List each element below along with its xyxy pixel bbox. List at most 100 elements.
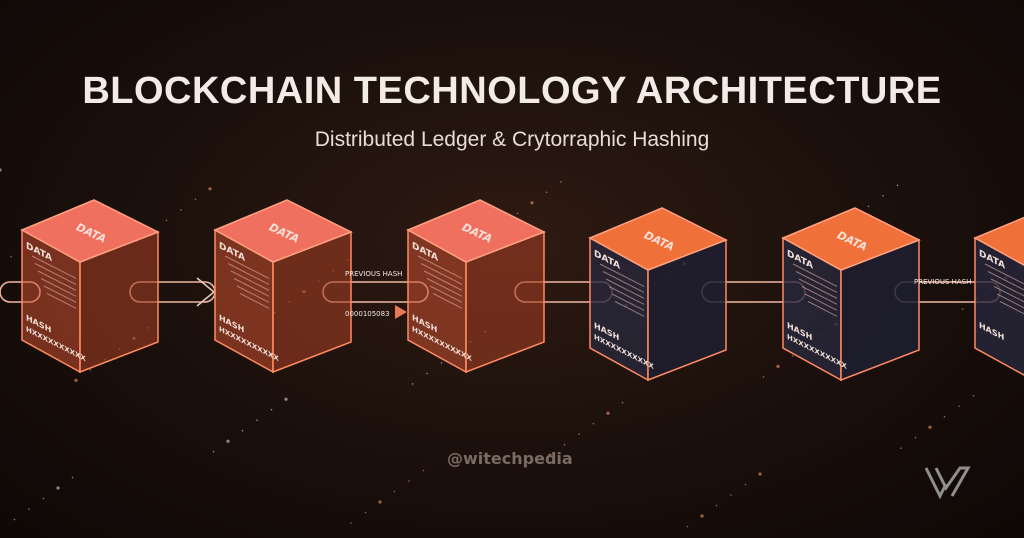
data-line [423, 270, 463, 291]
particle [208, 187, 212, 191]
particle [180, 209, 182, 211]
particle [0, 168, 2, 172]
arrow-icon [395, 305, 407, 319]
data-line [40, 278, 77, 297]
particle [943, 415, 946, 418]
particle [422, 469, 425, 472]
page-subtitle: Distributed Ledger & Crytorraphic Hashin… [314, 128, 710, 151]
data-line [990, 278, 1024, 297]
particle [563, 443, 566, 446]
particle [867, 205, 870, 208]
particle [606, 411, 610, 415]
data-line [233, 278, 270, 297]
data-line [37, 270, 77, 291]
data-line [43, 285, 77, 303]
data-line [614, 301, 645, 317]
particle [972, 394, 975, 397]
particle [762, 376, 765, 378]
page-title: BLOCKCHAIN TECHNOLOGY ARCHITECTURE [82, 70, 942, 112]
data-line [34, 263, 77, 285]
particle [758, 472, 762, 476]
particle [194, 198, 197, 201]
particle [411, 383, 414, 385]
data-line [602, 271, 645, 293]
data-line [611, 293, 645, 311]
particle [378, 500, 382, 504]
particle [900, 447, 902, 450]
particle [89, 369, 92, 371]
data-line [984, 263, 1024, 285]
particle [408, 480, 410, 482]
particle [592, 422, 595, 425]
data-line [999, 301, 1024, 315]
particle [700, 514, 704, 518]
particle [545, 191, 548, 194]
particle [56, 486, 60, 490]
link-label: PREVIOUS HASH [345, 270, 402, 278]
link-label: PREVIOUS HASH [914, 278, 971, 286]
data-line [599, 263, 645, 287]
particle [516, 212, 519, 215]
particle [715, 504, 718, 507]
particle [10, 255, 12, 258]
link-label: 0000105083 [345, 310, 390, 318]
arrow-icon [196, 277, 216, 307]
data-line [224, 255, 270, 279]
data-line [993, 286, 1024, 303]
particle [530, 201, 534, 205]
particle [791, 355, 794, 357]
particle [71, 476, 74, 479]
particle [730, 494, 732, 496]
data-line [417, 255, 463, 279]
particle [896, 184, 899, 187]
particle [548, 453, 552, 457]
particle [914, 436, 917, 439]
data-line [46, 293, 77, 309]
data-line [987, 271, 1024, 291]
block-top-face [973, 216, 1024, 266]
data-line [608, 286, 645, 305]
block-top-face [20, 199, 160, 263]
data-line [426, 278, 463, 297]
particle [256, 419, 258, 422]
particle [42, 497, 45, 500]
particle [426, 372, 428, 375]
particle [364, 511, 367, 514]
block-top-face [588, 207, 728, 271]
particle [74, 378, 78, 382]
particle [961, 308, 964, 310]
data-line [429, 285, 463, 303]
data-line [239, 293, 270, 309]
particle [350, 522, 352, 524]
particle [241, 429, 244, 432]
particle [13, 518, 16, 521]
particle [226, 439, 230, 443]
particle [560, 181, 562, 183]
data-line [31, 255, 77, 279]
data-line [230, 270, 270, 291]
particle [776, 364, 780, 368]
particle [440, 362, 443, 364]
data-line [432, 293, 463, 309]
data-line [795, 271, 838, 293]
data-line [605, 278, 645, 299]
block-top-face [781, 207, 921, 271]
particle [284, 397, 288, 401]
particle [212, 450, 215, 453]
data-line [227, 263, 270, 285]
particle [744, 483, 747, 486]
data-line [807, 301, 838, 317]
particle [928, 425, 932, 429]
block-top-face [213, 199, 353, 263]
particle [578, 433, 580, 436]
particle [270, 408, 273, 411]
block-top-face [406, 199, 546, 263]
particle [686, 525, 689, 528]
